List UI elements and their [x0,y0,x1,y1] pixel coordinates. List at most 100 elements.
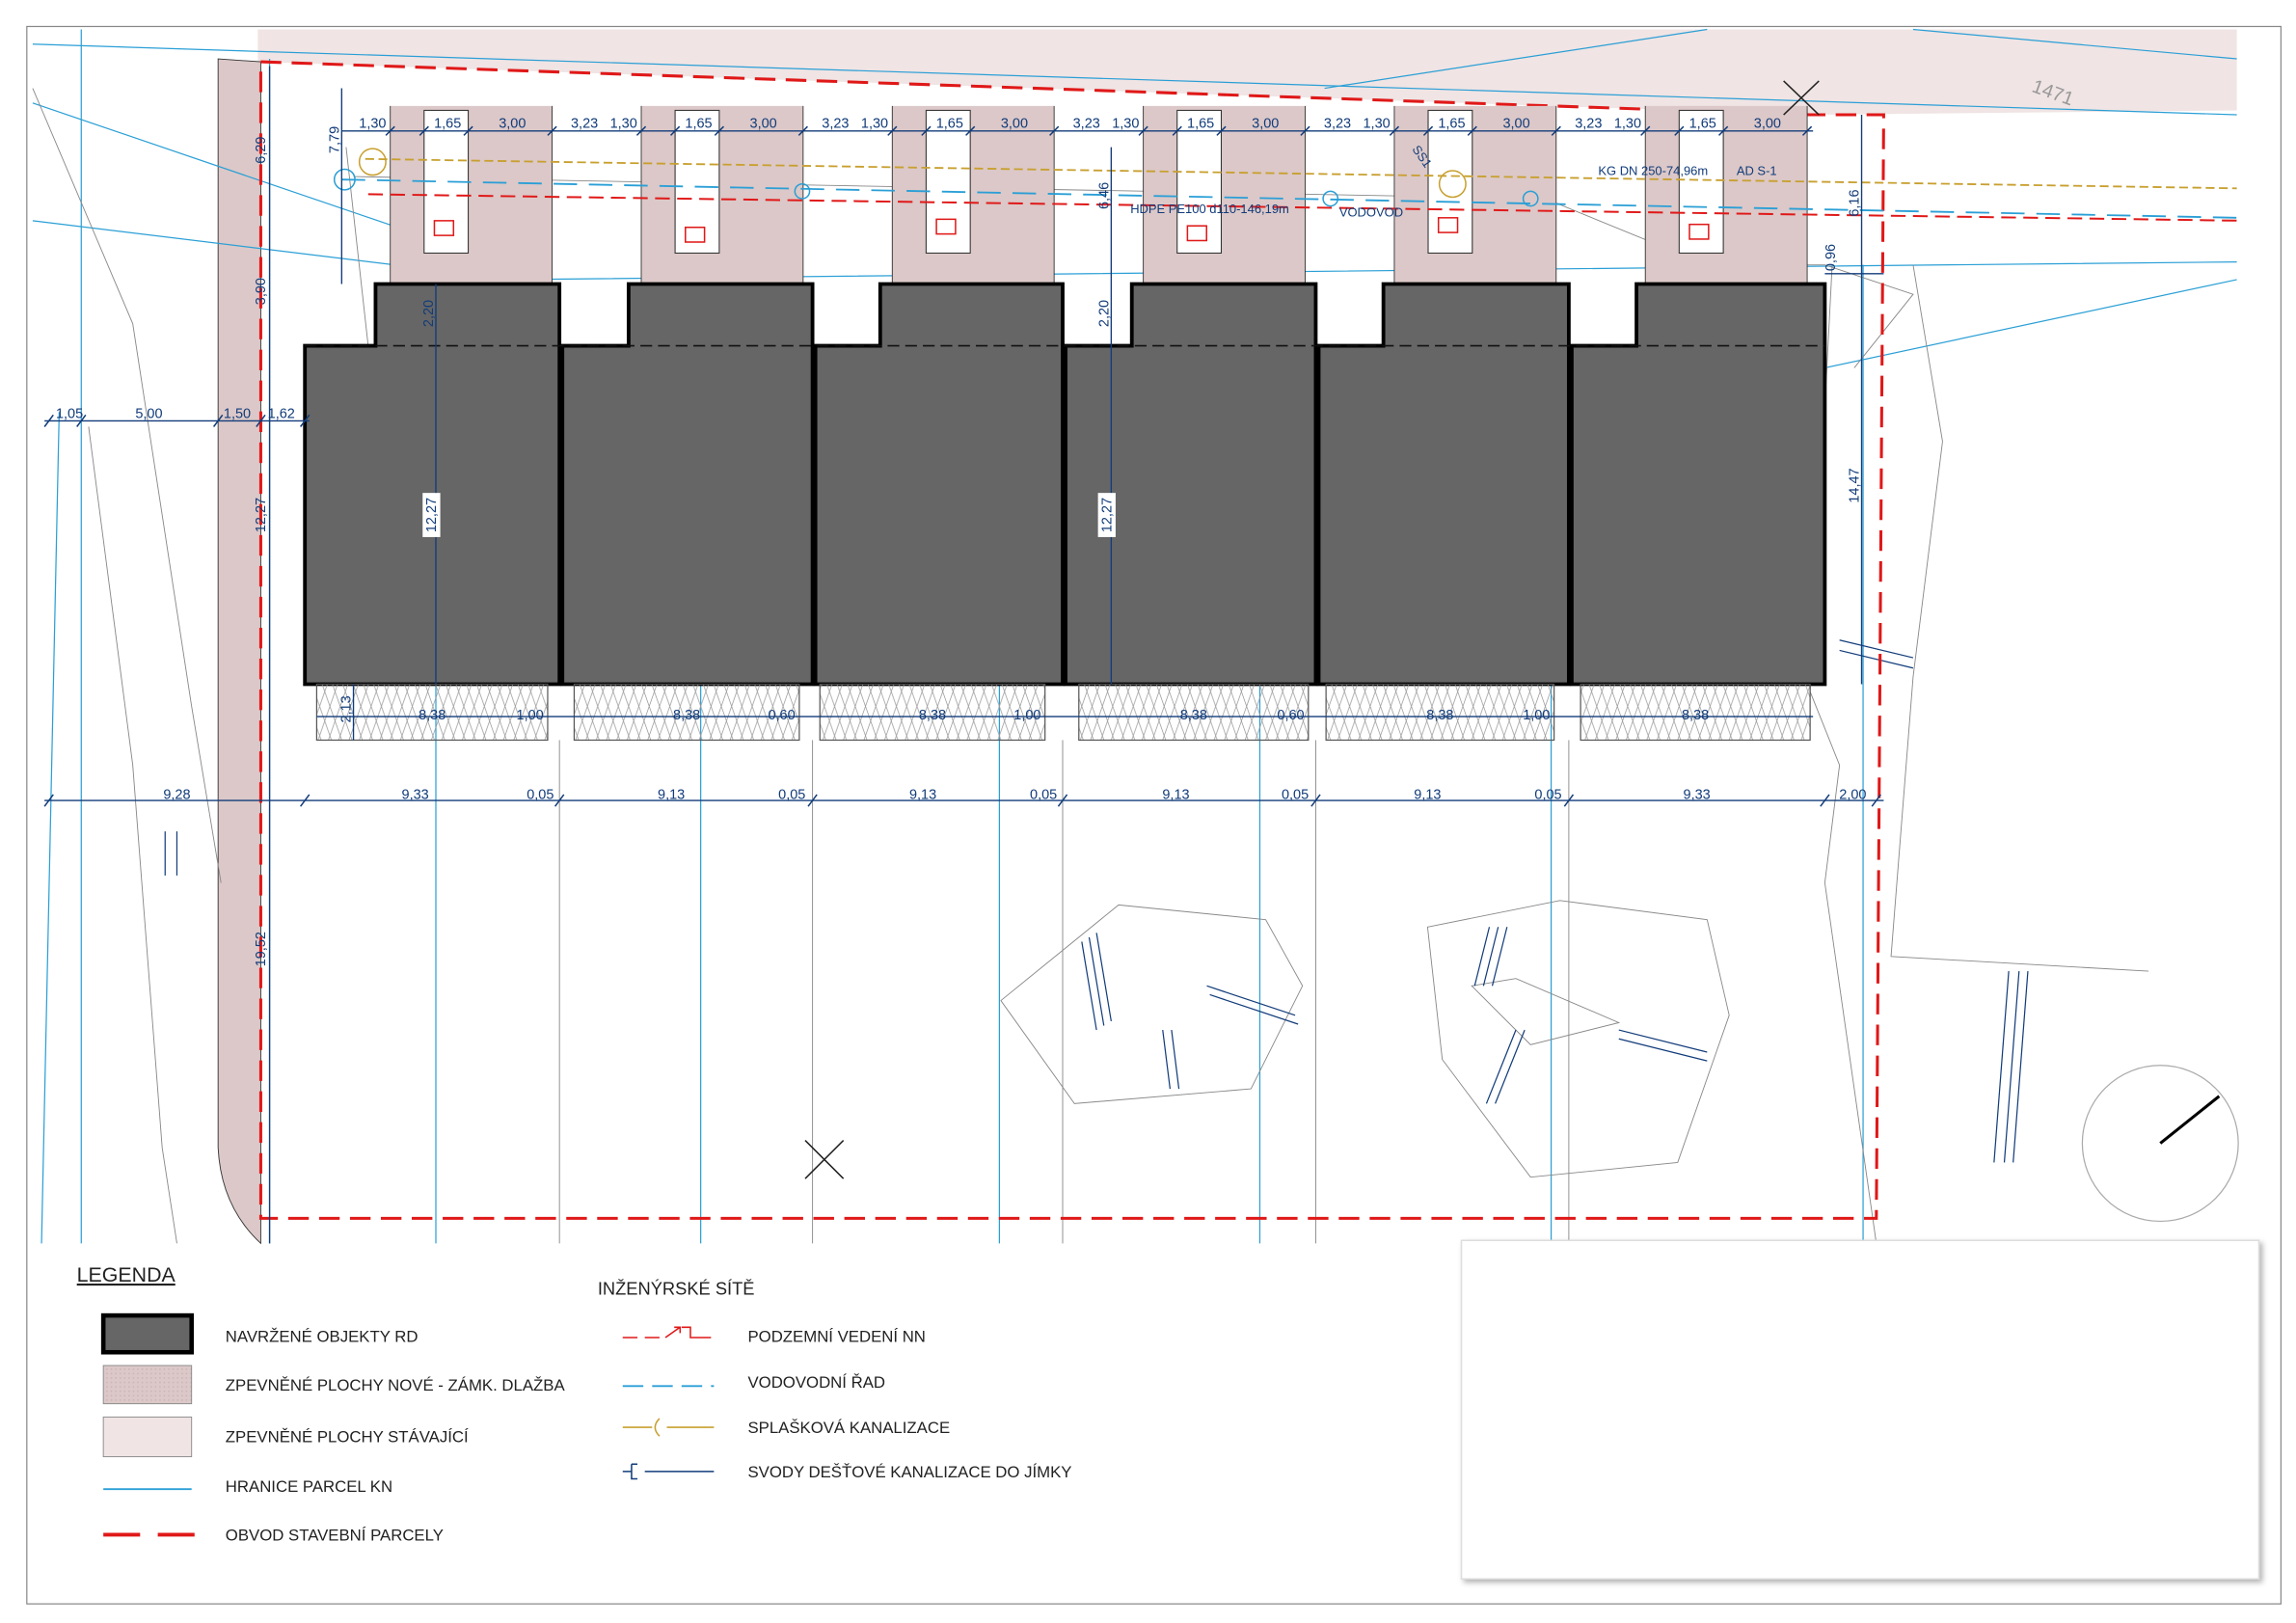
dimension-line [43,794,54,807]
left-vertical-label: 3,90 [254,278,269,305]
left-vertical-label: 19,52 [254,932,269,966]
bottom-dimension-label: 0,05 [1030,788,1057,803]
sewer-manhole [358,148,387,176]
terrace [315,683,549,742]
legend-label: HRANICE PARCEL KN [226,1477,392,1496]
legend-title: LEGENDA [77,1263,176,1286]
bottom-dimension-label: 0,05 [1282,788,1309,803]
plot-boundary [258,60,1885,1220]
buildings [303,282,1827,687]
legend-label: OBVOD STAVEBNÍ PARCELY [226,1527,444,1545]
top-dimension-label: 1,30 [1614,117,1641,132]
existing-paving-strip [217,58,261,1245]
legend-swatch-sewer [622,1418,715,1437]
legend-swatch-new-paving [102,1365,193,1405]
sewer-main-label: KG DN 250-74,96m [1598,164,1708,178]
legend-swatch-building [100,1312,194,1355]
top-dimension-label: 1,65 [434,117,461,132]
sewer-manhole [1438,170,1467,199]
terrace-width-label: 8,38 [1180,708,1207,723]
terrace-width-label: 8,38 [673,708,700,723]
inner-dimension-label: 12,27 [1099,498,1115,532]
legend-label: SVODY DEŠŤOVÉ KANALIZACE DO JÍMKY [747,1463,1071,1481]
terrace-width-label: 8,38 [419,708,446,723]
tree-groups [164,639,2029,1163]
dimension-line [807,794,818,807]
electric-meter-box-icon [433,220,455,236]
inner-dimension-label: 2,20 [421,300,437,327]
house-unit[interactable] [813,282,1065,687]
dimension-line [1563,794,1575,807]
dimension-line [1057,794,1068,807]
bottom-dimension-label: 0,05 [527,788,554,803]
legend-swatch-power [622,1326,712,1339]
right-dimension-label: 14,47 [1847,468,1862,502]
dimension-line [1820,794,1830,807]
electric-meter-box-icon [1437,217,1459,233]
sewer-end-label: AD S-1 [1737,164,1777,178]
driveway-paving [1143,105,1306,284]
legend-label: PODZEMNÍ VEDENÍ NN [747,1328,925,1346]
bottom-dimension-label: 2,00 [1839,788,1866,803]
inner-dimension-label: 12,27 [424,498,440,532]
left-dimension-label: 5,00 [135,406,162,421]
new-paving-driveways [390,105,1808,284]
terrace-width-label: 8,38 [919,708,946,723]
north-arrow [2081,1065,2239,1223]
power-line [367,193,2237,222]
dimension-line [43,414,54,427]
legend-label: NAVRŽENÉ OBJEKTY RD [226,1328,419,1346]
house-unit[interactable] [1316,282,1571,687]
left-vertical-label: 7,79 [327,126,342,153]
left-vertical-label: 6,29 [254,137,269,164]
parking-space [1678,109,1724,254]
bottom-dimension-label: 9,13 [909,788,936,803]
terrace-gap-label: 0,60 [1277,708,1304,723]
legend-swatch-rainwater [622,1463,715,1480]
top-dimension-label: 3,00 [1754,117,1781,132]
legend-label: SPLAŠKOVÁ KANALIZACE [747,1419,950,1437]
dimension-line [1310,794,1321,807]
terraces [315,683,1811,742]
house-unit[interactable] [560,282,815,687]
inner-dimension-label: 6,46 [1096,182,1112,209]
top-dimension-label: 1,30 [861,117,888,132]
driveway-paving [1393,105,1556,284]
terrace-gap-label: 1,00 [517,708,544,723]
top-dimension-label: 1,65 [1438,117,1465,132]
terrace [1078,683,1310,742]
terrace [1580,683,1811,742]
bottom-dimension-label: 9,13 [1414,788,1441,803]
parking-space [674,109,720,254]
title-block [1460,1239,2260,1580]
terrace-width-label: 8,38 [1682,708,1709,723]
terrace-depth-label: 2,13 [338,695,354,722]
label-bg [422,493,441,537]
left-dimension-label: 1,50 [224,406,251,421]
driveway-paving [892,105,1055,284]
bottom-dimension-label: 9,33 [1684,788,1711,803]
terrace-gap-label: 1,00 [1013,708,1040,723]
electric-meter-box-icon [935,218,957,235]
existing-paving-road [257,29,2237,116]
top-dimension-label: 1,65 [936,117,963,132]
top-dimension-label: 1,65 [1187,117,1214,132]
top-dimension-label: 3,23 [822,117,849,132]
top-dimension-label: 3,23 [1575,117,1602,132]
house-unit[interactable] [1570,282,1827,687]
house-unit[interactable] [1064,282,1318,687]
driveway-paving [1645,105,1808,284]
legend-label: ZPEVNĚNÉ PLOCHY NOVÉ - ZÁMK. DLAŽBA [226,1376,566,1394]
water-valve [1522,190,1539,207]
electric-meter-box-icon [1688,223,1710,240]
label-bg [1097,493,1116,537]
top-dimension-label: 1,30 [610,117,637,132]
legend-label: ZPEVNĚNÉ PLOCHY STÁVAJÍCÍ [226,1427,469,1446]
dimension-line [212,414,224,427]
top-dimension-label: 3,23 [1073,117,1100,132]
house-unit[interactable] [303,282,562,687]
top-dimension-label: 1,65 [1689,117,1716,132]
legend: LEGENDA NAVRŽENÉ OBJEKTY RD ZPEVNĚNÉ PLO… [77,1263,1072,1545]
bottom-dimension-label: 9,13 [658,788,685,803]
